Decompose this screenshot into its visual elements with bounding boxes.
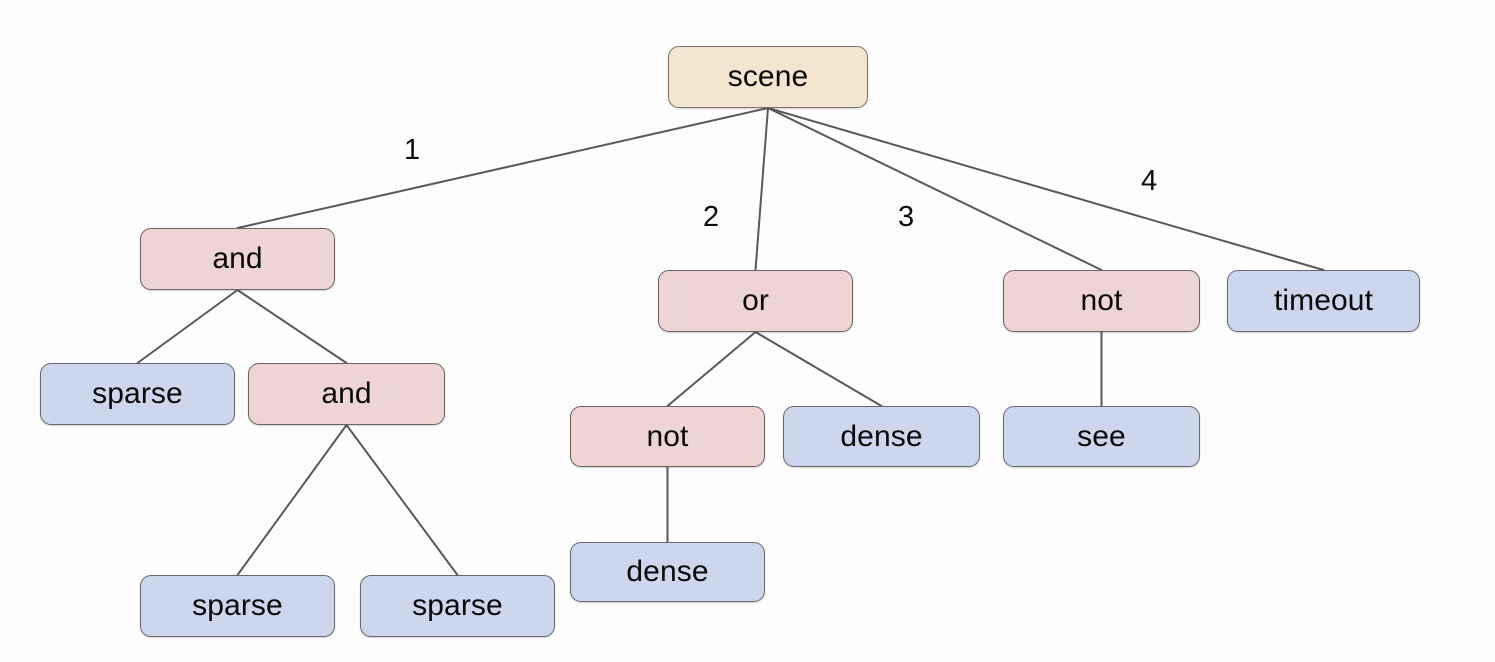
tree-node-scene[interactable]: scene — [668, 46, 868, 108]
tree-node-sparse2[interactable]: sparse — [140, 575, 335, 637]
tree-edge-and2-to-sparse3 — [345, 424, 459, 576]
tree-edge-or1-to-not2 — [666, 331, 757, 407]
edge-label-2: 2 — [703, 201, 720, 233]
tree-node-not1[interactable]: not — [1003, 270, 1200, 332]
tree-edge-and1-to-and2 — [236, 289, 348, 364]
tree-edge-scene-to-not1 — [767, 107, 1103, 271]
tree-node-and2[interactable]: and — [248, 363, 445, 425]
tree-node-or1[interactable]: or — [658, 270, 853, 332]
tree-node-not2[interactable]: not — [570, 406, 765, 467]
tree-node-see1[interactable]: see — [1003, 406, 1200, 467]
tree-node-dense1[interactable]: dense — [783, 406, 980, 467]
tree-edge-scene-to-or1 — [754, 107, 769, 271]
tree-edge-and2-to-sparse2 — [236, 424, 348, 576]
edge-label-1: 1 — [404, 134, 421, 166]
tree-node-sparse1[interactable]: sparse — [40, 363, 235, 425]
edge-label-4: 4 — [1141, 165, 1158, 197]
tree-node-sparse3[interactable]: sparse — [360, 575, 555, 637]
edge-label-3: 3 — [898, 201, 915, 233]
tree-node-dense2[interactable]: dense — [570, 542, 765, 602]
tree-edge-and1-to-sparse1 — [136, 289, 239, 364]
tree-edge-scene-to-and1 — [236, 107, 769, 229]
tree-node-and1[interactable]: and — [140, 228, 335, 290]
tree-node-timeout1[interactable]: timeout — [1227, 270, 1420, 332]
tree-edge-or1-to-dense1 — [754, 331, 883, 407]
tree-edge-scene-to-timeout1 — [767, 107, 1325, 271]
